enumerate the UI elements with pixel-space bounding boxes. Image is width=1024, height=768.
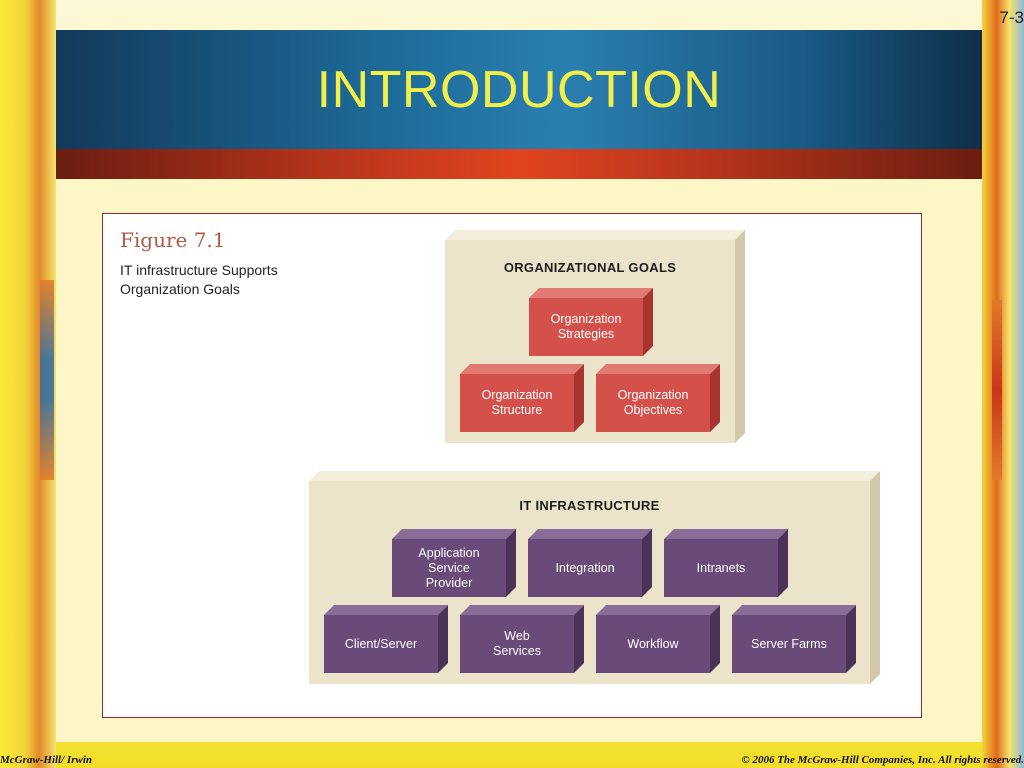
figure-panel: Figure 7.1 IT infrastructure Supports Or…	[102, 213, 922, 718]
figure-title: Figure 7.1	[120, 228, 226, 252]
block-shape	[460, 605, 584, 673]
block-shape	[324, 605, 448, 673]
block-shape	[596, 605, 720, 673]
figure-caption-line: Organization Goals	[120, 281, 240, 297]
organizational-goals-platform: ORGANIZATIONAL GOALS Organization Strate…	[445, 230, 745, 443]
block-shape	[392, 529, 516, 597]
slide-header: INTRODUCTION	[56, 30, 982, 149]
block-label-line: Application	[418, 545, 480, 560]
block-label-line: Services	[493, 644, 541, 658]
block-label-line: Web	[504, 629, 530, 643]
infra-block-integration: Integration	[528, 529, 652, 597]
infra-block-client-server: Client/Server	[324, 605, 448, 673]
block-face: Web Services	[460, 615, 574, 673]
slide: INTRODUCTION Figure 7.1 IT infrastructur…	[56, 30, 982, 742]
block-label-line: Intranets	[696, 560, 746, 575]
goal-block-objectives: Organization Objectives	[596, 364, 720, 432]
block-label-line: Objectives	[623, 403, 683, 417]
block-label-line: Organization	[481, 388, 553, 402]
figure-caption: IT infrastructure Supports Organization …	[120, 261, 320, 299]
block-face: Integration	[528, 539, 642, 597]
block-face: Workflow	[596, 615, 710, 673]
goals-platform-label: ORGANIZATIONAL GOALS	[503, 260, 677, 275]
block-shape	[529, 288, 653, 356]
block-label-line: Structure	[491, 403, 543, 417]
block-shape	[596, 364, 720, 432]
block-label-line: Strategies	[557, 327, 615, 341]
infra-block-asp: Application Service Provider	[392, 529, 516, 597]
block-face: Organization Strategies	[529, 298, 643, 356]
block-face: Application Service Provider	[392, 539, 506, 597]
block-shape	[460, 364, 584, 432]
footer-publisher: McGraw-Hill/ Irwin	[0, 754, 92, 766]
block-face: Intranets	[664, 539, 778, 597]
block-face: Organization Structure	[460, 374, 574, 432]
block-face: Server Farms	[732, 615, 846, 673]
block-label-line: Server Farms	[751, 636, 827, 651]
infra-platform-label: IT INFRASTRUCTURE	[519, 498, 660, 513]
infra-block-intranets: Intranets	[664, 529, 788, 597]
infra-block-server-farms: Server Farms	[732, 605, 856, 673]
goal-block-strategies: Organization Strategies	[529, 288, 653, 356]
block-label-line: Client/Server	[344, 636, 418, 651]
right-decorative-band	[982, 0, 1024, 768]
infra-block-web-services: Web Services	[460, 605, 584, 673]
block-label-line: Organization	[550, 312, 622, 326]
block-face: Client/Server	[324, 615, 438, 673]
goal-block-structure: Organization Structure	[460, 364, 584, 432]
block-shape	[528, 529, 652, 597]
infra-block-workflow: Workflow	[596, 605, 720, 673]
left-decorative-band	[0, 0, 56, 768]
slide-number: 7-3	[999, 8, 1024, 27]
footer-copyright: © 2006 The McGraw-Hill Companies, Inc. A…	[741, 754, 1024, 766]
it-infrastructure-platform: IT INFRASTRUCTURE Application Service Pr…	[309, 471, 880, 684]
figure-caption-line: IT infrastructure Supports	[120, 262, 278, 278]
header-accent-bar	[56, 149, 982, 179]
block-label-line: Organization	[617, 388, 689, 402]
block-label-line: Workflow	[627, 636, 679, 651]
block-shape	[732, 605, 856, 673]
block-label-line: Provider	[425, 575, 473, 590]
block-shape	[664, 529, 788, 597]
block-face: Organization Objectives	[596, 374, 710, 432]
block-label-line: Service	[428, 560, 470, 575]
block-label-line: Integration	[555, 560, 615, 575]
slide-title: INTRODUCTION	[316, 60, 722, 119]
